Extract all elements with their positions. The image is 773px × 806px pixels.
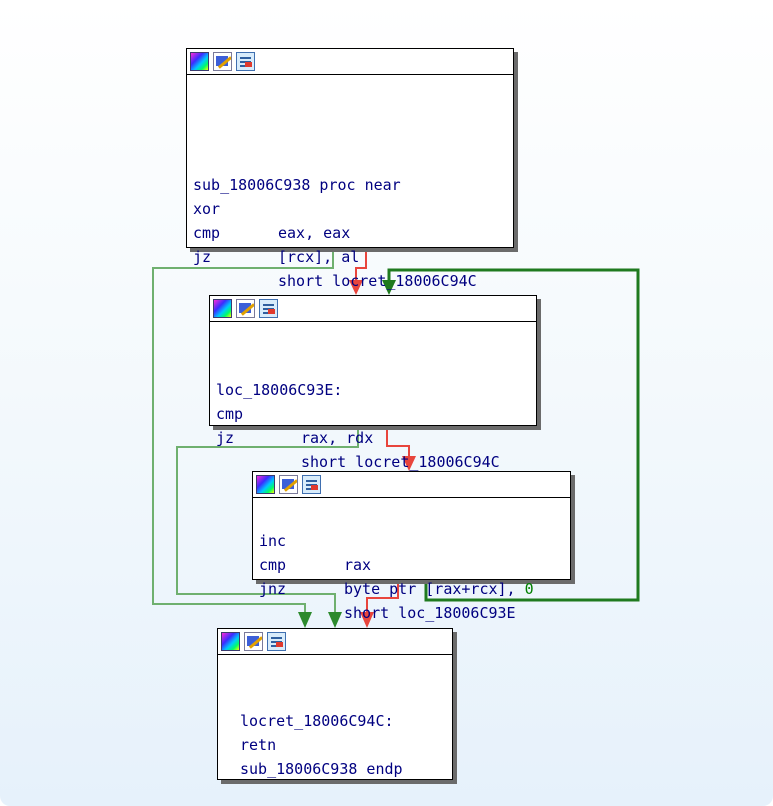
- edit-icon[interactable]: [244, 632, 263, 651]
- node-loop[interactable]: loc_18006C93E: cmp rax, rdx jz short loc…: [209, 295, 537, 471]
- operands: [rcx], al: [278, 248, 360, 266]
- mnemonic: cmp: [216, 405, 244, 423]
- operands: rax, rdx: [301, 429, 374, 447]
- edge-body-to-loop-arrow: [382, 280, 396, 295]
- edge-entry-to-loop-arrow: [349, 280, 363, 295]
- operands-with-immediate: byte ptr [rax+rcx], 0: [344, 577, 534, 601]
- instruction-row: jz short locret_18006C94C: [187, 221, 513, 290]
- edge-body-to-exit: [366, 580, 399, 616]
- color-picker-icon[interactable]: [213, 299, 232, 318]
- node-body[interactable]: inc rax cmp byte ptr [rax+rcx], 0 jnz sh…: [252, 471, 571, 622]
- mnemonic: jz: [216, 429, 235, 447]
- mnemonic: jnz: [259, 580, 287, 598]
- mnemonic: jz: [193, 248, 212, 266]
- node-header: [253, 472, 570, 498]
- operands: eax, eax: [278, 224, 351, 242]
- node-header: [187, 49, 513, 75]
- mnemonic: cmp: [259, 556, 287, 574]
- instruction-retn: retn: [240, 736, 277, 754]
- node-entry[interactable]: sub_18006C938 proc near xor eax, eax cmp…: [186, 48, 514, 290]
- function-end: sub_18006C938 endp: [240, 760, 403, 778]
- graph-view-icon[interactable]: [236, 52, 255, 71]
- instruction-row: inc rax: [253, 505, 570, 574]
- color-picker-icon[interactable]: [190, 52, 209, 71]
- instruction-row: cmp byte ptr [rax+rcx], 0: [253, 529, 570, 598]
- edit-icon[interactable]: [236, 299, 255, 318]
- mnemonic: xor: [193, 200, 221, 218]
- instruction-row: sub_18006C938 endp: [218, 733, 452, 778]
- edge-loop-to-body: [386, 426, 410, 458]
- node-header: [218, 629, 452, 655]
- block-label-line: loc_18006C93E:: [210, 354, 536, 399]
- instruction-row: cmp rax, rdx: [210, 378, 536, 447]
- operands[interactable]: short loc_18006C93E: [344, 604, 516, 622]
- operands: byte ptr [rax+rcx],: [344, 580, 525, 598]
- mnemonic: cmp: [193, 224, 221, 242]
- edge-entry-to-loop: [355, 248, 367, 282]
- graph-view-icon[interactable]: [259, 299, 278, 318]
- block-label[interactable]: loc_18006C93E:: [216, 381, 343, 399]
- operands: rax: [344, 556, 372, 574]
- instruction-row: retn: [218, 709, 452, 754]
- instruction-row: cmp [rcx], al: [187, 197, 513, 266]
- function-label[interactable]: sub_18006C938 proc near: [193, 176, 401, 194]
- mnemonic: inc: [259, 532, 287, 550]
- edit-icon[interactable]: [213, 52, 232, 71]
- function-label-line: sub_18006C938 proc near: [187, 149, 513, 194]
- instruction-row: jnz short loc_18006C93E: [253, 553, 570, 622]
- color-picker-icon[interactable]: [256, 475, 275, 494]
- edge-loop-to-exit-arrow: [328, 612, 342, 628]
- block-label-line: locret_18006C94C:: [218, 685, 452, 730]
- edge-loop-to-body-arrow: [402, 456, 416, 471]
- edge-body-to-exit-arrow: [360, 612, 374, 628]
- edge-entry-to-exit: [152, 248, 334, 616]
- edge-body-to-loop: [387, 268, 640, 602]
- node-header: [210, 296, 536, 322]
- operands[interactable]: short locret_18006C94C: [301, 453, 500, 471]
- color-picker-icon[interactable]: [221, 632, 240, 651]
- edge-loop-to-exit: [176, 426, 359, 616]
- instruction-row: xor eax, eax: [187, 173, 513, 242]
- immediate-value: 0: [524, 580, 534, 598]
- graph-view-icon[interactable]: [267, 632, 286, 651]
- edge-entry-to-exit-arrow: [298, 612, 312, 628]
- graph-view-icon[interactable]: [302, 475, 321, 494]
- operands[interactable]: short locret_18006C94C: [278, 272, 477, 290]
- block-label[interactable]: locret_18006C94C:: [240, 712, 394, 730]
- edit-icon[interactable]: [279, 475, 298, 494]
- instruction-row: jz short locret_18006C94C: [210, 402, 536, 471]
- node-exit[interactable]: locret_18006C94C: retn sub_18006C938 end…: [217, 628, 453, 780]
